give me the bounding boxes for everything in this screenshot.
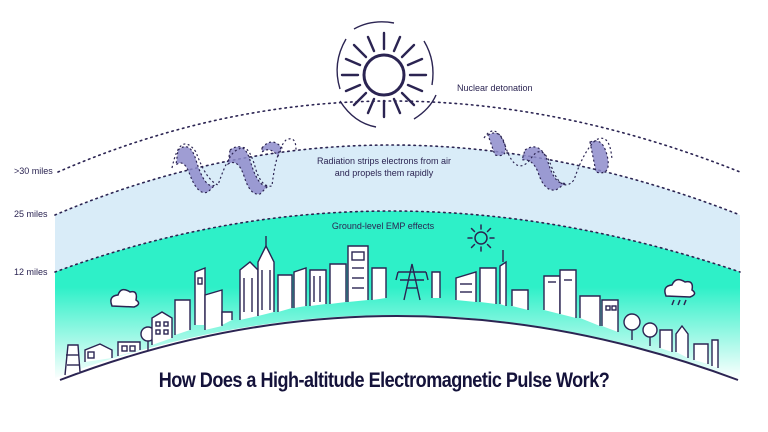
nuclear-detonation-label: Nuclear detonation (457, 83, 533, 93)
radiation-wave-left (175, 141, 283, 195)
altitude-label-12-miles: 12 miles (14, 267, 48, 277)
altitude-label-30-miles: >30 miles (14, 166, 53, 176)
sun-icon (467, 224, 495, 252)
power-pylon-icon (395, 263, 429, 301)
ground-line (59, 315, 739, 381)
altitude-line-25-miles (54, 144, 741, 216)
ground-emp-label: Ground-level EMP effects (331, 221, 435, 231)
sun-burst-icon (336, 21, 437, 128)
cloud-icon (110, 288, 140, 308)
page-title: How Does a High-altitude Electromagnetic… (158, 369, 610, 392)
altitude-label-25-miles: 25 miles (14, 209, 48, 219)
radiation-wave-left-outline (171, 138, 297, 187)
radiation-label: Radiation strips electrons from air and … (317, 155, 451, 179)
upper-atmosphere-band (55, 145, 740, 272)
radiation-label-line-1: Radiation strips electrons from air (316, 156, 452, 166)
radiation-label-line-2: and propels them rapidly (334, 168, 434, 178)
radiation-wave-right (487, 132, 609, 191)
earth-surface (50, 315, 740, 432)
rain-cloud-icon (664, 278, 696, 306)
radiation-wave-right-outline (483, 130, 613, 186)
city-skyline (64, 236, 719, 376)
altitude-line-30-miles (57, 100, 741, 173)
altitude-line-12-miles (54, 210, 741, 273)
